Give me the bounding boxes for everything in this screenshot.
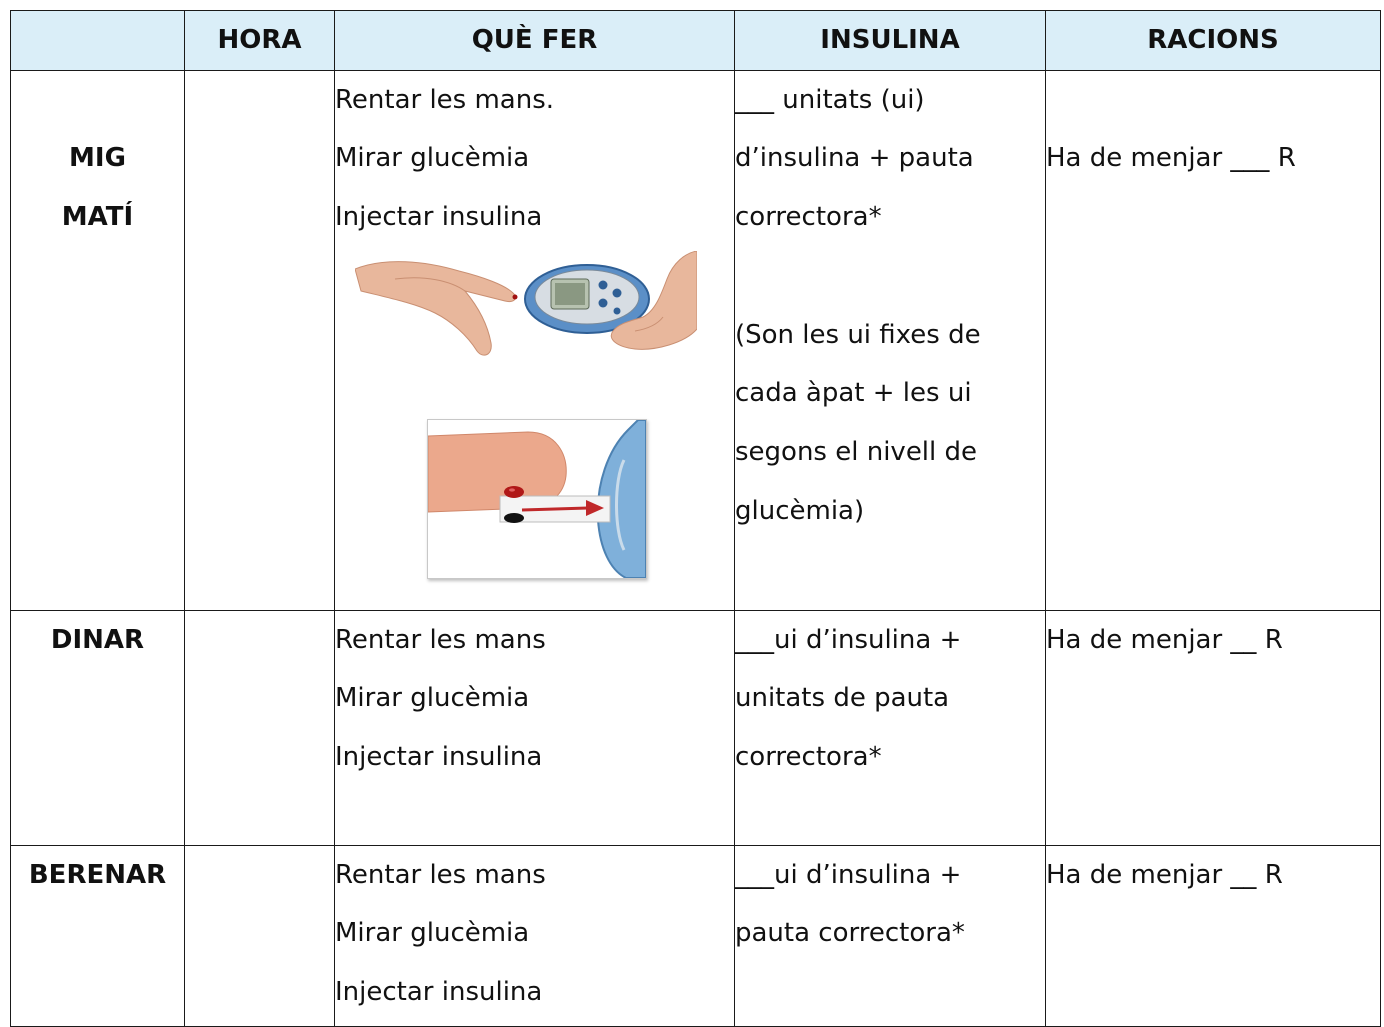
glucometer-hands-illustration [355, 250, 697, 356]
racions-text: Ha de menjar __ R [1046, 859, 1283, 890]
hora-cell [184, 844, 335, 1027]
insulin-note: (Son les ui fixes de [735, 319, 981, 350]
racions-cell: Ha de menjar __ R [1045, 844, 1381, 1027]
step-text: Mirar glucèmia [335, 683, 530, 714]
meal-label-cell: MIG MATÍ [10, 69, 185, 611]
insulina-cell: ___ui d’insulina + pauta correctora* [734, 844, 1046, 1027]
hora-cell [184, 609, 335, 846]
insulina-cell: ___ui d’insulina + unitats de pauta corr… [734, 609, 1046, 846]
header-row: HORA QUÈ FER INSULINA RACIONS [10, 10, 1381, 71]
meal-label: BERENAR [28, 859, 167, 890]
insulin-text: correctora* [735, 742, 882, 773]
insulin-note: cada àpat + les ui [735, 378, 972, 409]
insulin-text: d’insulina + pauta [735, 143, 974, 174]
racions-text: Ha de menjar ___ R [1046, 143, 1296, 174]
meal-label: MIG [69, 143, 126, 174]
insulina-cell: ___ unitats (ui) d’insulina + pauta corr… [734, 69, 1046, 611]
header-racions: RACIONS [1045, 10, 1381, 71]
insulin-text: unitats de pauta [735, 683, 950, 714]
meal-label-cell: BERENAR [10, 844, 185, 1027]
step-text: Injectar insulina [335, 742, 543, 773]
insulin-text: correctora* [735, 202, 882, 233]
step-text: Rentar les mans [335, 859, 546, 890]
step-text: Rentar les mans [335, 624, 546, 655]
header-empty-cell [10, 10, 185, 71]
hora-cell [184, 69, 335, 611]
meal-label: DINAR [50, 624, 145, 655]
step-text: Mirar glucèmia [335, 143, 530, 174]
que-fer-cell: Rentar les mans Mirar glucèmia Injectar … [334, 844, 735, 1027]
step-text: Mirar glucèmia [335, 918, 530, 949]
insulin-text: ___ unitats (ui) [735, 84, 925, 115]
step-text: Injectar insulina [335, 202, 543, 233]
que-fer-cell: Rentar les mans Mirar glucèmia Injectar … [334, 609, 735, 846]
meal-label-cell: DINAR [10, 609, 185, 846]
insulin-text: ___ui d’insulina + [735, 859, 962, 890]
racions-cell: Ha de menjar __ R [1045, 609, 1381, 846]
step-text: Injectar insulina [335, 977, 543, 1008]
racions-cell: Ha de menjar ___ R [1045, 69, 1381, 611]
table-row: DINAR Rentar les mans Mirar glucèmia Inj… [10, 609, 1381, 846]
finger-test-strip-illustration [427, 418, 647, 579]
table-row: BERENAR Rentar les mans Mirar glucèmia I… [10, 844, 1381, 1027]
insulin-note: glucèmia) [735, 495, 865, 526]
que-fer-cell: Rentar les mans. Mirar glucèmia Injectar… [334, 69, 735, 611]
meal-label: MATÍ [61, 202, 134, 233]
racions-text: Ha de menjar __ R [1046, 624, 1283, 655]
insulin-text: ___ui d’insulina + [735, 624, 962, 655]
insulin-text: pauta correctora* [735, 918, 965, 949]
insulin-note: segons el nivell de [735, 436, 978, 467]
header-que-fer: QUÈ FER [334, 10, 735, 71]
step-text: Rentar les mans. [335, 84, 555, 115]
illustrations [335, 247, 734, 607]
insulin-schedule-table: HORA QUÈ FER INSULINA RACIONS MIG MATÍ R… [10, 10, 1381, 1027]
table-row: MIG MATÍ Rentar les mans. Mirar glucèmia… [10, 69, 1381, 611]
header-hora: HORA [184, 10, 335, 71]
header-insulina: INSULINA [734, 10, 1046, 71]
